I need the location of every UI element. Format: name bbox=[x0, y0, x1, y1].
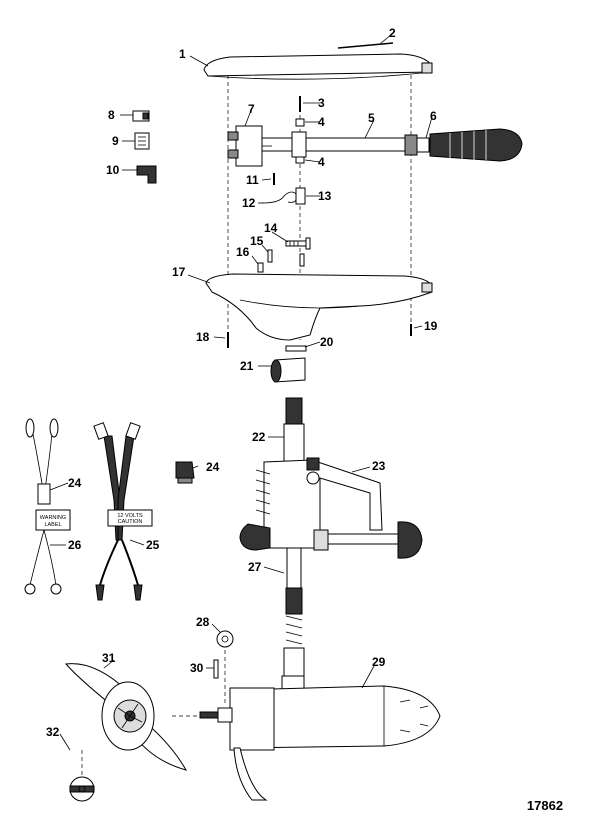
nut-4-top bbox=[295, 118, 305, 127]
callout-20: 20 bbox=[320, 335, 334, 349]
figure-number: 17862 bbox=[527, 798, 563, 813]
callout-8: 8 bbox=[108, 108, 115, 122]
callout-26: 26 bbox=[68, 538, 82, 552]
warning-label-tag bbox=[35, 509, 71, 531]
callout-24-plug: 24 bbox=[206, 460, 220, 474]
callout-27: 27 bbox=[248, 560, 262, 574]
callout-24-harness: 24 bbox=[68, 476, 82, 490]
callout-4-bottom: 4 bbox=[318, 155, 325, 169]
callout-9: 9 bbox=[112, 134, 119, 148]
callout-14: 14 bbox=[264, 221, 278, 235]
connector-8 bbox=[132, 110, 150, 122]
pin-30 bbox=[213, 659, 219, 679]
decal-strip bbox=[337, 42, 394, 49]
callout-11: 11 bbox=[246, 173, 259, 187]
lower-unit-motor bbox=[199, 685, 441, 801]
callout-22: 22 bbox=[252, 430, 266, 444]
callout-12: 12 bbox=[242, 196, 256, 210]
callout-4-top: 4 bbox=[318, 115, 325, 129]
callout-3: 3 bbox=[318, 96, 325, 110]
bolt-14 bbox=[285, 237, 311, 250]
callout-28: 28 bbox=[196, 615, 210, 629]
callout-2: 2 bbox=[389, 26, 396, 40]
callout-16: 16 bbox=[236, 245, 250, 259]
callout-15: 15 bbox=[250, 234, 264, 248]
caution-label-tag bbox=[107, 509, 153, 527]
warning-label-text-1: WARNING bbox=[40, 515, 66, 521]
callout-5: 5 bbox=[368, 111, 375, 125]
caution-label-text-1: 12 VOLTS bbox=[117, 513, 143, 519]
caution-label-text-2: CAUTION bbox=[118, 519, 143, 525]
motor-head-housing bbox=[205, 273, 433, 341]
propeller bbox=[64, 663, 188, 771]
warning-label-text-2: LABEL bbox=[44, 522, 61, 528]
callout-13: 13 bbox=[318, 189, 332, 203]
nut-16 bbox=[257, 262, 264, 273]
decal-9 bbox=[134, 132, 150, 150]
prop-nut bbox=[69, 776, 95, 802]
mounting-bracket bbox=[239, 457, 423, 559]
cover-10 bbox=[136, 165, 157, 184]
tiller-handle bbox=[261, 128, 523, 162]
callout-numbers: 1 2 3 4 4 5 6 7 8 9 10 11 12 13 14 15 16… bbox=[46, 26, 438, 739]
battery-leads: 12 VOLTS CAUTION bbox=[93, 422, 153, 601]
callout-1: 1 bbox=[179, 47, 186, 61]
callout-21: 21 bbox=[240, 359, 254, 373]
callout-23: 23 bbox=[372, 459, 386, 473]
callout-25: 25 bbox=[146, 538, 160, 552]
callout-19: 19 bbox=[424, 319, 438, 333]
spacer-13 bbox=[295, 187, 306, 205]
washer-20 bbox=[285, 345, 307, 352]
callout-10: 10 bbox=[106, 163, 120, 177]
speed-switch bbox=[227, 125, 272, 167]
callout-6: 6 bbox=[430, 109, 437, 123]
callout-17: 17 bbox=[172, 265, 186, 279]
callout-7: 7 bbox=[248, 102, 255, 116]
battery-plug bbox=[175, 461, 195, 484]
washer-15 bbox=[267, 249, 305, 267]
callout-29: 29 bbox=[372, 655, 386, 669]
wire-clip-12 bbox=[261, 191, 299, 204]
callout-18: 18 bbox=[196, 330, 210, 344]
washer-28 bbox=[216, 630, 234, 648]
callout-31: 31 bbox=[102, 651, 116, 665]
leader-lines bbox=[49, 33, 433, 751]
collar-21 bbox=[270, 357, 306, 383]
wiring-harness-left: WARNING LABEL bbox=[24, 418, 71, 595]
callout-32: 32 bbox=[46, 725, 60, 739]
callout-30: 30 bbox=[190, 661, 204, 675]
top-cover bbox=[203, 53, 433, 80]
